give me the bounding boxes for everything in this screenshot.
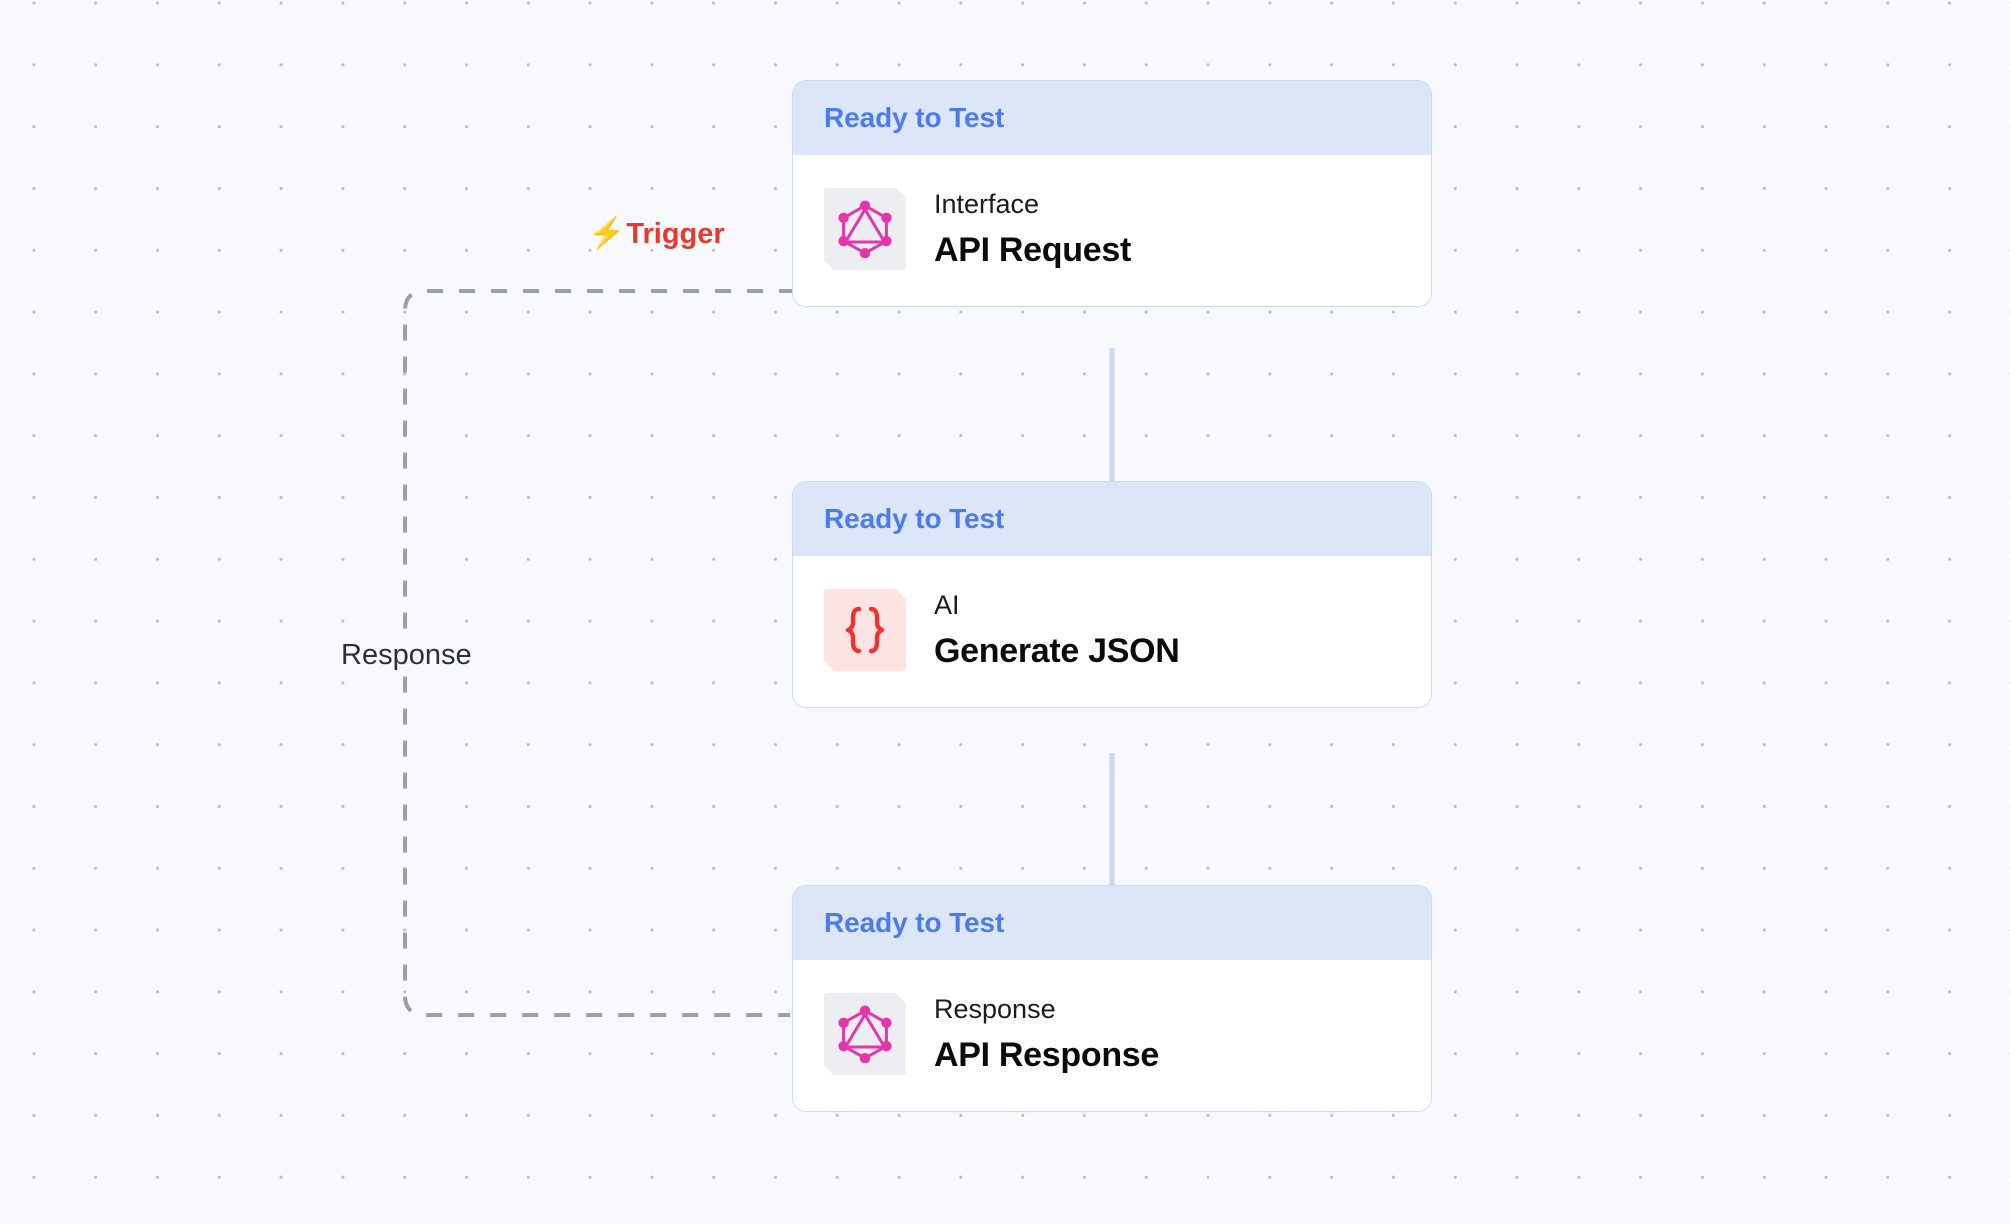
status-badge: Ready to Test bbox=[824, 907, 1005, 938]
node-text: Response API Response bbox=[934, 993, 1159, 1075]
node-title: Generate JSON bbox=[934, 631, 1180, 670]
edge-label-response: Response bbox=[331, 638, 482, 673]
node-api-response[interactable]: Ready to Test bbox=[793, 886, 1431, 1112]
status-badge: Ready to Test bbox=[824, 503, 1005, 534]
node-text: AI Generate JSON bbox=[934, 589, 1180, 671]
node-text: Interface API Request bbox=[934, 188, 1131, 270]
node-title: API Request bbox=[934, 230, 1131, 269]
node-status-header: Ready to Test bbox=[793, 886, 1431, 960]
node-kind-label: AI bbox=[934, 590, 960, 620]
node-body: AI Generate JSON bbox=[793, 556, 1431, 708]
status-badge: Ready to Test bbox=[824, 102, 1005, 133]
node-kind-label: Response bbox=[934, 994, 1056, 1024]
edge-label-trigger-text: Trigger bbox=[626, 217, 725, 250]
edge-label-trigger: ⚡ Trigger bbox=[588, 219, 725, 249]
graphql-icon bbox=[824, 993, 906, 1076]
node-status-header: Ready to Test bbox=[793, 81, 1431, 155]
node-body: Response API Response bbox=[793, 960, 1431, 1112]
node-api-request[interactable]: Ready to Test bbox=[793, 81, 1431, 307]
lightning-bolt-icon: ⚡ bbox=[588, 217, 626, 250]
json-braces-icon bbox=[824, 589, 906, 672]
node-status-header: Ready to Test bbox=[793, 482, 1431, 556]
node-title: API Response bbox=[934, 1035, 1160, 1074]
node-kind-label: Interface bbox=[934, 189, 1040, 219]
graphql-icon bbox=[824, 188, 906, 271]
node-body: Interface API Request bbox=[793, 155, 1431, 307]
node-generate-json[interactable]: Ready to Test AI Generate JSON bbox=[793, 482, 1431, 708]
